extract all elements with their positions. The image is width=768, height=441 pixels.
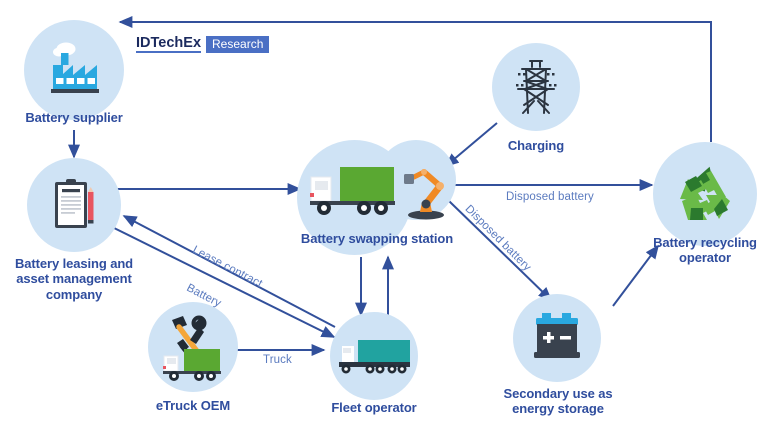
battery-leasing-disc <box>27 158 121 252</box>
etruck-oem-label: eTruck OEM <box>155 398 231 413</box>
etruck-oem-disc <box>148 302 238 392</box>
factory-icon <box>51 42 99 93</box>
charging-disc <box>492 43 580 131</box>
recycling-operator-label: Battery recycling operator <box>653 235 757 266</box>
robot-arm-icon <box>404 169 444 220</box>
edge-fleet-to-leasing <box>122 215 336 328</box>
edge-charging-to-swapping <box>444 122 498 168</box>
recycle-icon <box>680 166 730 220</box>
truck-tools-icon <box>163 315 221 381</box>
clipboard-pencil-icon <box>55 179 94 228</box>
swapping-station-label: Battery swapping station <box>300 231 454 246</box>
charging-label: Charging <box>507 138 565 153</box>
secondary-use-label: Secondary use as energy storage <box>503 386 613 417</box>
battery-supplier-label: Battery supplier <box>25 110 123 125</box>
secondary-use-disc <box>513 294 601 382</box>
edge-label-disposed-battery-top: Disposed battery <box>506 191 594 203</box>
fleet-operator-disc <box>330 312 418 400</box>
logo-name: IDTechEx <box>136 35 202 53</box>
power-pylon-icon <box>516 60 557 114</box>
truck-icon <box>310 167 395 215</box>
fleet-operator-label: Fleet operator <box>331 400 417 415</box>
edge-label-truck: Truck <box>263 354 292 366</box>
edge-recycling-to-supplier <box>118 16 712 142</box>
logo-suffix: Research <box>206 36 270 53</box>
edge-secondary-to-recycling <box>612 244 659 307</box>
idtechex-logo: IDTechEx Research <box>136 35 270 53</box>
edge-swapping-to-secondary <box>448 200 553 302</box>
edge-leasing-to-fleet <box>109 225 336 338</box>
battery-leasing-label: Battery leasing and asset management com… <box>14 256 134 302</box>
semi-truck-icon <box>339 340 410 374</box>
battery-supplier-disc <box>24 20 124 120</box>
battery-icon <box>534 313 580 358</box>
recycling-operator-disc <box>653 142 757 246</box>
